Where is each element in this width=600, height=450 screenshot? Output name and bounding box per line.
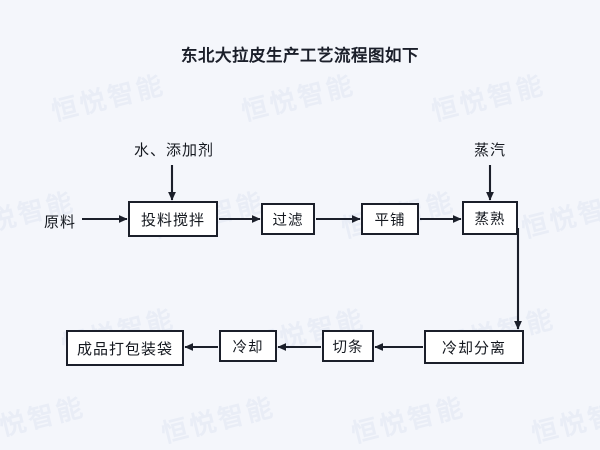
node-cool-separate[interactable]: 冷却分离: [424, 330, 524, 364]
node-mixing[interactable]: 投料搅拌: [128, 201, 218, 237]
input-label-steam: 蒸汽: [474, 143, 507, 159]
node-filtering[interactable]: 过滤: [261, 203, 315, 235]
input-label-raw-material: 原料: [44, 215, 77, 231]
node-cooling[interactable]: 冷却: [219, 330, 277, 362]
node-packaging[interactable]: 成品打包装袋: [66, 330, 184, 366]
node-steaming[interactable]: 蒸熟: [462, 201, 518, 235]
page-title: 东北大拉皮生产工艺流程图如下: [181, 46, 419, 65]
node-cutting[interactable]: 切条: [322, 330, 374, 362]
input-label-water-additive: 水、添加剂: [134, 143, 215, 159]
node-spreading[interactable]: 平铺: [361, 203, 419, 235]
